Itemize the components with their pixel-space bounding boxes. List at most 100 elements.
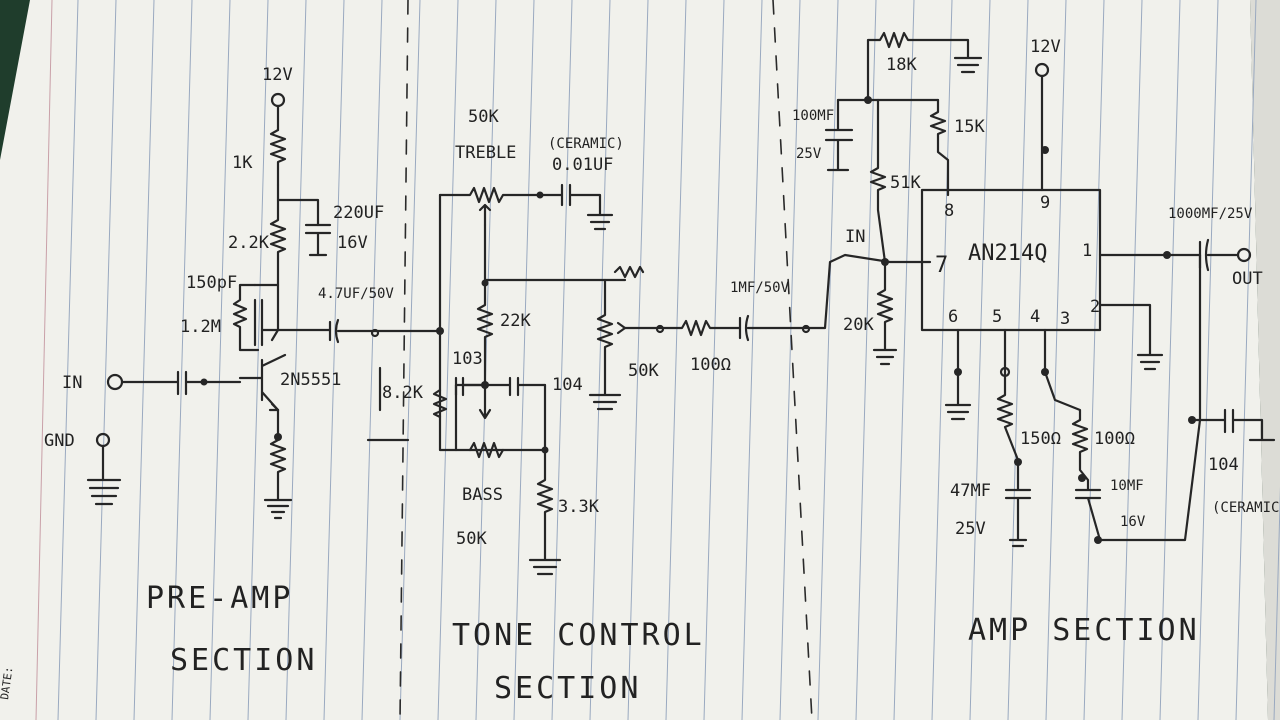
ruled-line — [1235, 0, 1257, 720]
label-c-220uf-v: 16V — [337, 233, 368, 253]
ic-an214q — [920, 188, 1102, 332]
resistor-emitter — [263, 408, 293, 520]
resistor-51k — [869, 98, 887, 264]
ruled-line — [741, 0, 763, 720]
label-pin-6: 6 — [948, 307, 958, 327]
label-treble: TREBLE — [455, 143, 516, 163]
pin2-ground — [1098, 303, 1164, 371]
label-c-10uf-v: 16V — [1120, 514, 1146, 530]
label-pot-50k: 50K — [628, 361, 659, 381]
label-c-150pf: 150pF — [186, 273, 237, 293]
ruled-line — [931, 0, 953, 720]
treble-potentiometer — [438, 186, 542, 204]
input-capacitor — [120, 370, 242, 396]
label-transistor: 2N5551 — [280, 370, 341, 390]
section-tone-line1: TONE CONTROL — [452, 618, 705, 653]
capacitor-220uf — [304, 223, 332, 257]
label-c-100uf: 100MF — [792, 108, 834, 124]
capacitor-104-amp — [1190, 408, 1276, 442]
label-r-51k: 51K — [890, 173, 921, 193]
ruled-line — [1197, 0, 1219, 720]
label-pin-9: 9 — [1040, 193, 1050, 213]
ruled-lines — [57, 0, 1280, 720]
ruled-line — [1007, 0, 1029, 720]
label-r-1-2m: 1.2M — [180, 317, 221, 337]
label-in: IN — [62, 373, 82, 393]
page-footer-print: DATE: — [0, 666, 16, 701]
ruled-line — [855, 0, 877, 720]
label-ic: AN214Q — [968, 241, 1047, 266]
label-gnd: GND — [44, 431, 75, 451]
resistor-100-cap-10uf — [1043, 253, 1202, 542]
label-treble-value: 50K — [468, 107, 499, 127]
label-pin-7: 7 — [935, 253, 948, 278]
label-c-47uf: 47MF — [950, 481, 991, 501]
section-dividers — [399, 0, 813, 720]
resistor-3-3k — [528, 383, 562, 576]
divider-preamp-tone — [399, 0, 409, 720]
section-tone-line2: SECTION — [494, 671, 641, 706]
ruled-line — [627, 0, 649, 720]
ruled-line — [399, 0, 421, 720]
amp-circuit — [824, 31, 1276, 548]
resistor-20k — [872, 260, 898, 366]
ruled-line — [1159, 0, 1181, 720]
label-c-104-amp: 104 — [1208, 455, 1239, 475]
label-pin-8: 8 — [944, 201, 954, 221]
ruled-line — [285, 0, 307, 720]
label-r-15k: 15K — [954, 117, 985, 137]
ruled-line — [171, 0, 193, 720]
pin6-ground — [944, 328, 972, 421]
label-c-10uf: 10MF — [1110, 478, 1144, 494]
label-pin-1: 1 — [1082, 241, 1092, 261]
label-r-20k: 20K — [843, 315, 874, 335]
gnd-symbol — [86, 444, 122, 506]
ruled-line — [133, 0, 155, 720]
volume-potentiometer — [588, 278, 622, 411]
tone-sketch-marks — [366, 366, 410, 442]
label-c-4-7uf: 4.7UF/50V — [318, 286, 394, 302]
ruled-line — [209, 0, 231, 720]
transistor-2n5551 — [238, 353, 287, 412]
label-c-1000uf: 1000MF/25V — [1168, 206, 1253, 222]
handwritten-labels: 12V 1K 220UF 16V 2.2K 150pF 1.2M 4.7UF/5… — [44, 37, 1280, 706]
capacitor-0-01uf — [538, 183, 614, 231]
preamp-circuit — [86, 92, 442, 520]
label-c-47uf-v: 25V — [955, 519, 986, 539]
label-bass: BASS — [462, 485, 503, 505]
section-amp: AMP SECTION — [968, 613, 1200, 648]
label-c-220uf: 220UF — [333, 203, 384, 223]
margin-line — [35, 0, 53, 720]
ruled-line — [779, 0, 801, 720]
ruled-line — [1121, 0, 1143, 720]
label-r-22k-tone: 22K — [500, 311, 531, 331]
label-bass-value: 50K — [456, 529, 487, 549]
volume-pot-top — [613, 265, 645, 279]
section-preamp-line1: PRE-AMP — [146, 581, 293, 616]
ruled-line — [437, 0, 459, 720]
ruled-line — [57, 0, 79, 720]
resistor-15k — [929, 98, 950, 197]
resistor-2-2k — [269, 198, 287, 342]
ruled-line — [589, 0, 611, 720]
capacitor-100uf — [824, 98, 854, 172]
ruled-line — [513, 0, 535, 720]
label-ceramic: (CERAMIC) — [548, 136, 624, 152]
resistor-18k — [866, 31, 983, 102]
resistor-150-cap-47uf — [996, 328, 1032, 548]
label-pin-5: 5 — [992, 307, 1002, 327]
ruled-line — [551, 0, 573, 720]
divider-tone-amp — [772, 0, 813, 720]
capacitor-4-7uf — [328, 318, 340, 344]
resistor-1k — [269, 128, 287, 187]
label-c-1uf: 1MF/50V — [730, 280, 790, 296]
label-c-104-tone: 104 — [552, 375, 583, 395]
label-r-100: 100Ω — [690, 355, 731, 375]
ruled-line — [361, 0, 383, 720]
ruled-line — [323, 0, 345, 720]
capacitor-1uf — [738, 314, 808, 342]
ruled-line — [247, 0, 269, 720]
label-preamp-vcc: 12V — [262, 65, 293, 85]
